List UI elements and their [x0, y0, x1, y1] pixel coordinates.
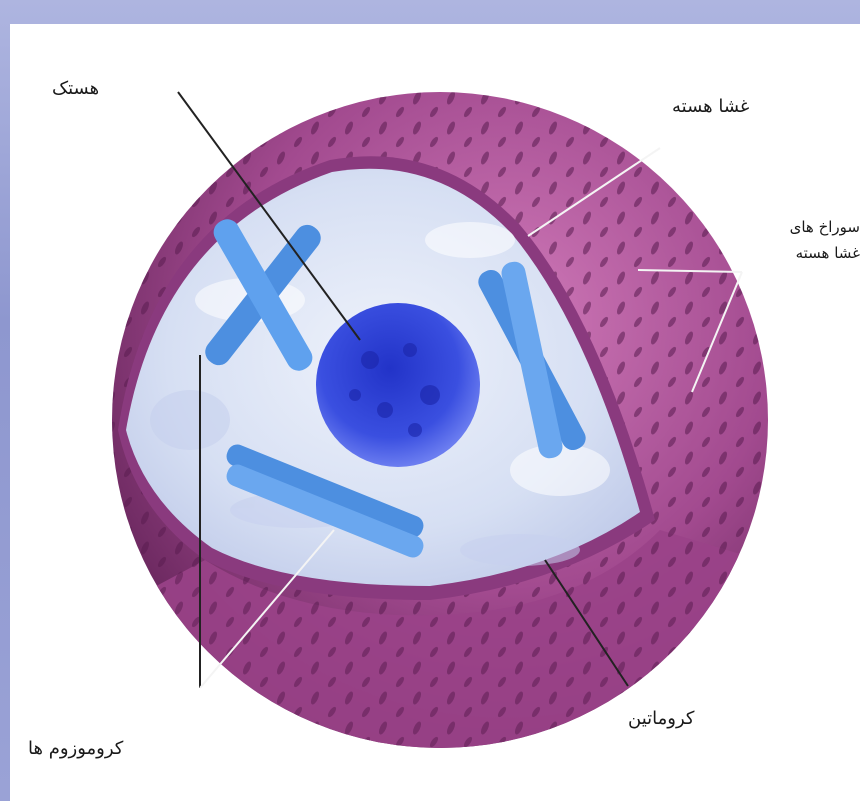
label-chromosomes: کروموزوم ها	[28, 738, 123, 759]
label-nuclear-pores-line1: سوراخ های	[748, 214, 860, 240]
label-nucleolus: هستک	[52, 78, 99, 99]
label-nuclear-envelope: غشا هسته	[672, 96, 749, 117]
label-chromatin: کروماتین	[628, 708, 694, 729]
label-nuclear-pores-line2: غشا هسته	[748, 240, 860, 266]
label-nuclear-pores: سوراخ های غشا هسته	[748, 214, 860, 266]
nucleolus	[316, 303, 480, 467]
